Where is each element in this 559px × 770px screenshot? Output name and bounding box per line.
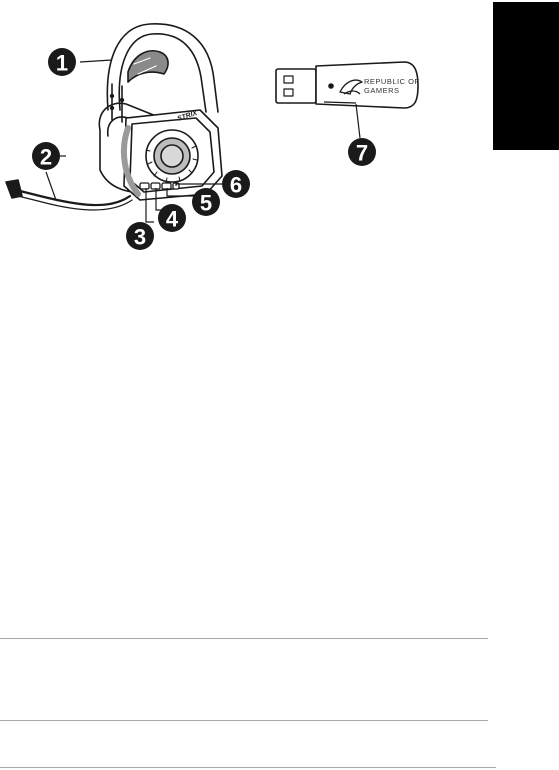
svg-text:5: 5: [200, 191, 212, 216]
dongle-led-indicator: [328, 83, 334, 89]
callout-5: 5: [192, 188, 220, 216]
usb-connector: [276, 69, 316, 103]
callout-2: 2: [32, 142, 60, 170]
svg-text:7: 7: [356, 141, 368, 166]
callout-7: 7: [348, 138, 376, 166]
dongle-logo-line2: GAMERS: [364, 86, 400, 95]
callout-3: 3: [126, 222, 154, 250]
headband-cushion: [128, 51, 168, 82]
microphone-tip: [6, 180, 22, 198]
divider-rule-2: [0, 720, 488, 721]
callout-1: 1: [48, 48, 76, 76]
svg-text:3: 3: [134, 225, 146, 250]
callout-6: 6: [222, 170, 250, 198]
divider-rule-1: [0, 638, 488, 639]
dongle-logo-line1: REPUBLIC OF: [364, 77, 420, 86]
callout-4: 4: [158, 204, 186, 232]
divider-rule-3: [0, 767, 496, 768]
product-diagram: STRIX REPUBLIC OF GAMERS: [0, 0, 559, 300]
svg-text:6: 6: [230, 173, 242, 198]
svg-text:4: 4: [166, 207, 179, 232]
usb-dongle-illustration: REPUBLIC OF GAMERS: [276, 62, 420, 138]
microphone-boom: [16, 190, 130, 205]
svg-text:1: 1: [56, 51, 68, 76]
svg-text:2: 2: [40, 145, 52, 170]
headset-illustration: STRIX: [6, 24, 222, 210]
